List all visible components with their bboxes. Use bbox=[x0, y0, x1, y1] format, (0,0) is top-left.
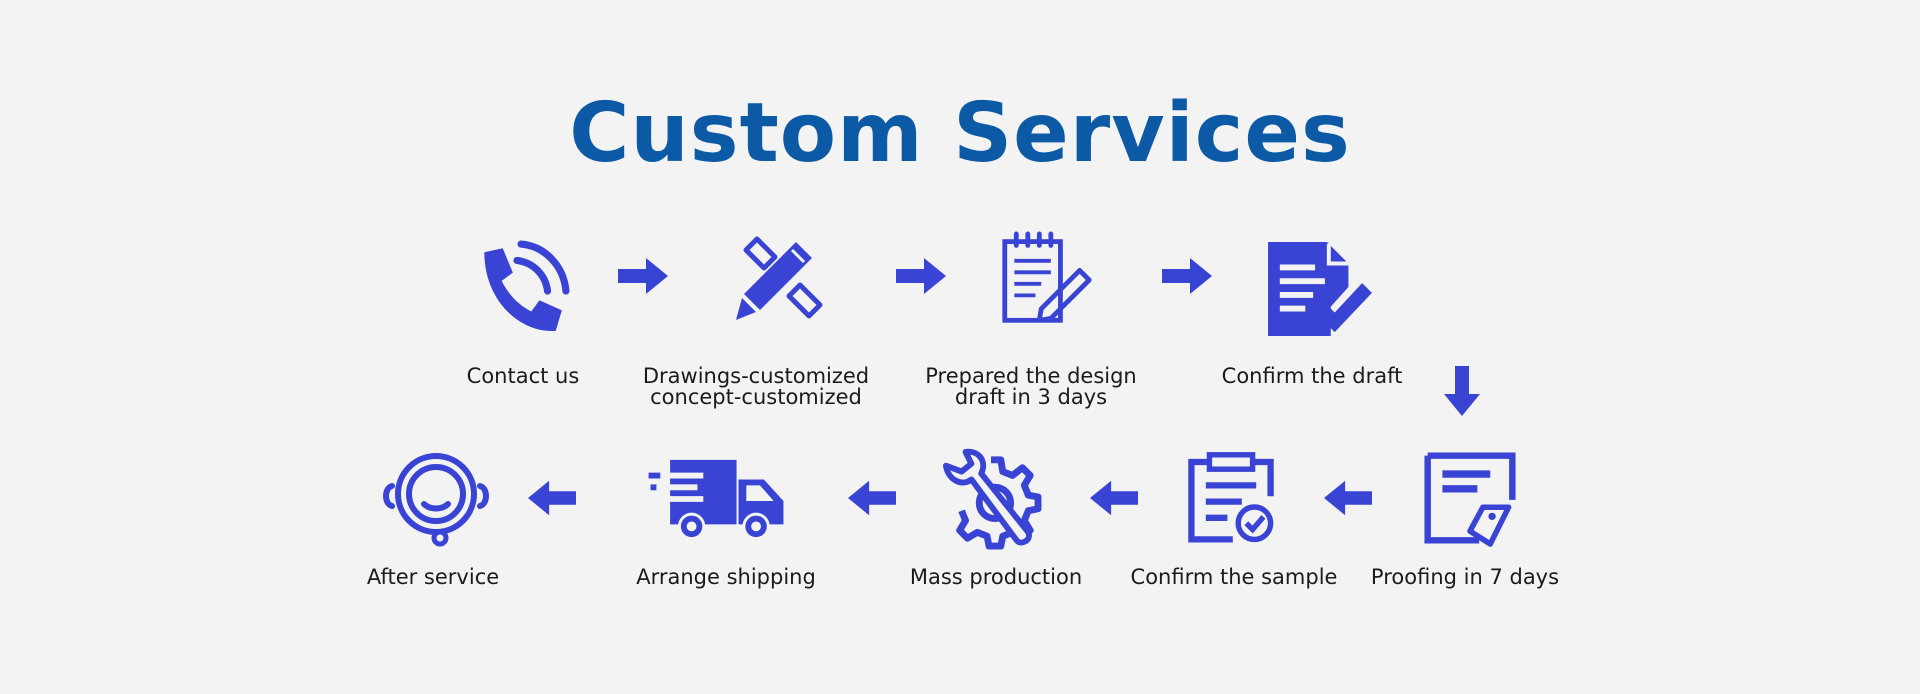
arrow-left-icon bbox=[1324, 480, 1372, 516]
arrow-down-icon bbox=[1444, 366, 1480, 416]
clipboard-check-icon bbox=[1186, 450, 1276, 546]
delivery-truck-icon bbox=[648, 456, 786, 542]
step-label-proofing: Proofing in 7 days bbox=[1370, 565, 1560, 589]
step-label-after-service: After service bbox=[366, 565, 500, 589]
arrow-right-icon bbox=[1162, 258, 1212, 294]
wrench-gear-icon bbox=[942, 448, 1042, 550]
step-label-contact-us: Contact us bbox=[466, 364, 580, 388]
arrow-left-icon bbox=[848, 480, 896, 516]
step-label-arrange-shipping: Arrange shipping bbox=[636, 565, 816, 589]
arrow-left-icon bbox=[528, 480, 576, 516]
pencil-ruler-icon bbox=[730, 236, 830, 336]
step-label-confirm-sample: Confirm the sample bbox=[1130, 565, 1338, 589]
headset-icon bbox=[380, 450, 492, 550]
arrow-left-icon bbox=[1090, 480, 1138, 516]
arrow-right-icon bbox=[896, 258, 946, 294]
page-title: Custom Services bbox=[569, 86, 1351, 181]
phone-icon bbox=[468, 238, 570, 340]
document-tag-icon bbox=[1424, 449, 1516, 547]
arrow-right-icon bbox=[618, 258, 668, 294]
step-label-confirm-draft: Confirm the draft bbox=[1221, 364, 1403, 388]
document-check-icon bbox=[1264, 240, 1376, 338]
step-label-mass-production: Mass production bbox=[909, 565, 1083, 589]
notepad-pencil-icon bbox=[998, 231, 1096, 328]
